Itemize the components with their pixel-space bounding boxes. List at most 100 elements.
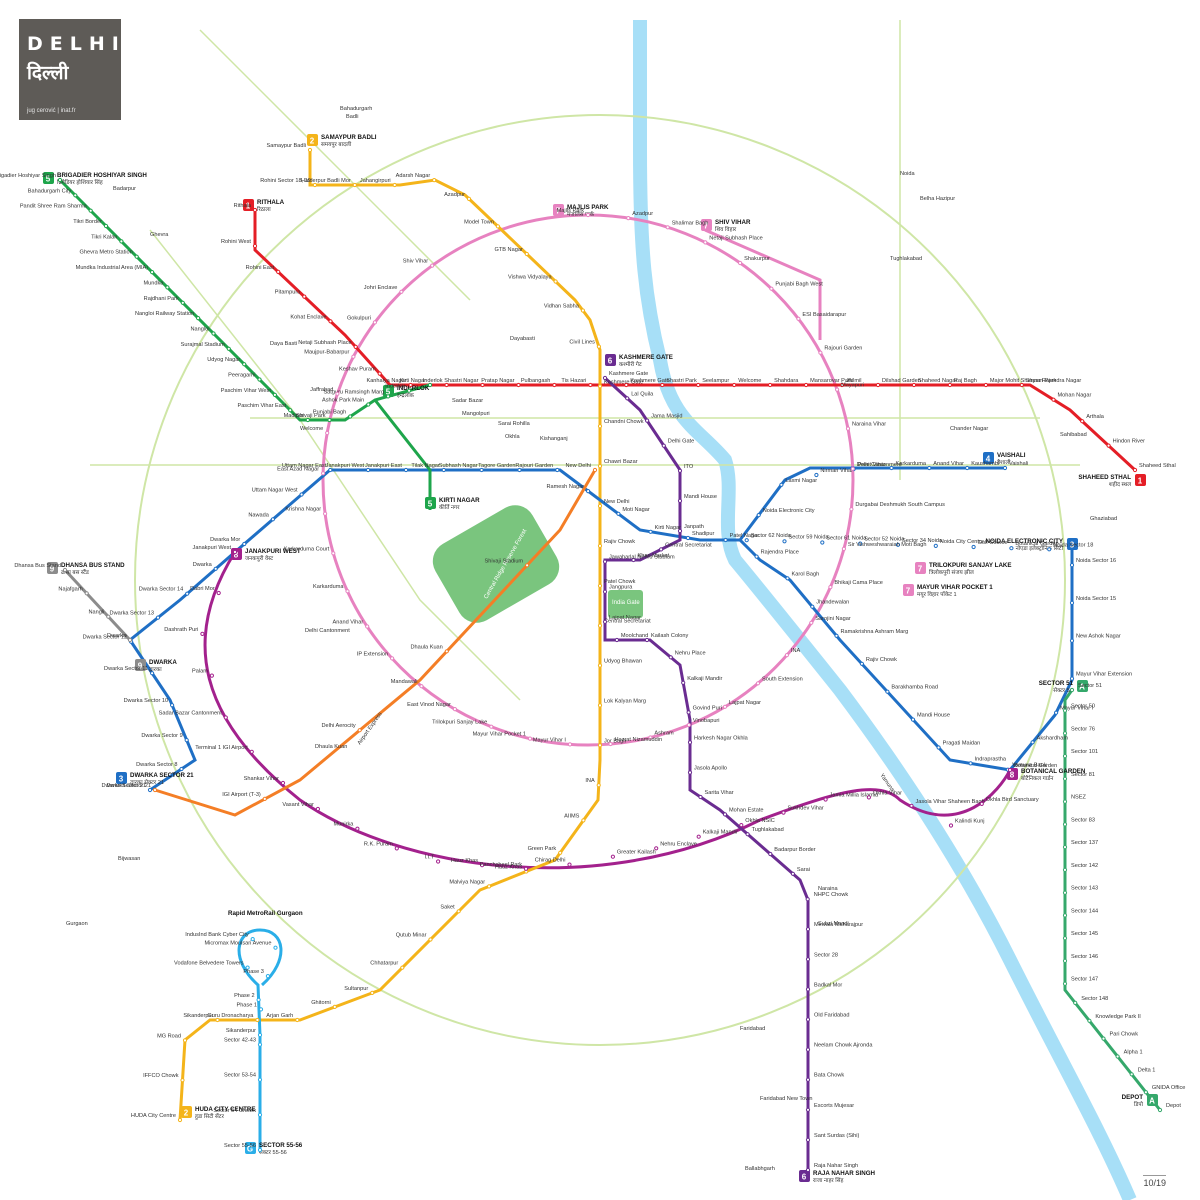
station-name: Shaheed Nagar — [918, 378, 957, 384]
station: Janakpuri West — [193, 545, 238, 555]
line-badge-number: 3 — [119, 775, 124, 784]
station-marker — [805, 1047, 811, 1052]
station-marker — [1062, 981, 1068, 986]
station-name: Hauz Khas — [495, 865, 523, 871]
station: Major Mohit Sharma Rajendra Nagar — [983, 378, 1082, 388]
station-marker — [407, 388, 412, 393]
station: Shivaji Stadium — [485, 558, 530, 568]
station-marker — [1073, 1000, 1078, 1006]
station-marker — [106, 614, 111, 619]
station: Patel Nagar — [723, 533, 759, 543]
station-name: HUDA City Centre — [131, 1113, 176, 1119]
station-name: Rajiv Chowk — [866, 657, 897, 663]
station: Old Faridabad — [805, 1013, 849, 1022]
station-name: Major Mohit Sharma Rajendra Nagar — [990, 378, 1082, 384]
station-marker — [895, 542, 901, 547]
station: Mohan Estate — [722, 807, 764, 817]
terminus-name-hi: ढांसा बस स्टैंड — [61, 568, 90, 576]
station-marker — [626, 216, 631, 221]
station-marker — [597, 424, 603, 429]
station-marker — [849, 507, 854, 512]
station-name: INA — [791, 648, 801, 654]
line-badge-number: 1 — [1138, 477, 1143, 486]
station-name: Janakpuri West — [193, 545, 232, 551]
station-name: New Delhi — [566, 463, 592, 469]
station-name: Mundka Industrial Area (MIA) — [76, 265, 149, 271]
station: Dilshad Garden — [875, 378, 921, 388]
station: Sikanderpur — [226, 1028, 263, 1038]
station: Depot — [1157, 1103, 1181, 1113]
station-marker — [597, 703, 603, 708]
line-badge-box — [799, 1170, 810, 1182]
station-marker — [845, 426, 851, 431]
station: Moolchand — [614, 633, 648, 643]
station-name: Dwarka Sector 13 — [110, 611, 154, 617]
station: Sector 83 — [1062, 817, 1095, 827]
station-name: Karkarduma — [313, 584, 344, 590]
station-marker — [580, 308, 586, 313]
station-marker — [687, 740, 693, 745]
station-name: Tikri Kalan — [91, 234, 117, 240]
station-marker — [818, 350, 823, 355]
station: Punjabi Bagh — [313, 410, 353, 419]
station: Dwarka Sector 14 — [139, 587, 190, 596]
station-marker — [814, 472, 819, 478]
station-marker — [262, 796, 267, 802]
station-name: Rohini East — [246, 265, 275, 271]
station: Vaishali — [1002, 461, 1028, 471]
station-marker — [1062, 754, 1068, 759]
station-name: Sector 144 — [1071, 908, 1098, 914]
station: Shivaji Park — [296, 413, 332, 423]
violet-line — [603, 376, 810, 1170]
station-name: Hauz Khas — [451, 858, 479, 864]
station-name: Tughlakabad — [752, 827, 784, 833]
station-marker — [436, 859, 441, 864]
station-marker — [427, 382, 433, 388]
station-name: Phase 1 — [236, 1002, 257, 1008]
station: Rajdhani Park — [144, 296, 185, 305]
station-marker — [357, 728, 362, 733]
place-label: Okhla — [505, 434, 521, 440]
station-marker — [185, 591, 190, 596]
station-marker — [211, 331, 216, 336]
station-marker — [57, 177, 63, 183]
line-badge-number: 9 — [138, 662, 143, 671]
station-name: Noida Electronic City — [763, 508, 815, 514]
station-marker — [127, 637, 133, 643]
station-name: Uttam Nagar West — [252, 488, 298, 494]
station: Pragati Maidan — [936, 741, 980, 750]
station: Rajendra Place — [754, 550, 799, 559]
station-marker — [295, 1017, 300, 1023]
station-marker — [804, 382, 809, 388]
station-name: Munirka — [333, 822, 354, 828]
station: Okhla NSIC — [739, 818, 775, 828]
station: Sector 42-43 — [224, 1038, 263, 1047]
station-name: Durgabai Deshmukh South Campus — [855, 502, 945, 508]
station: Rajouri Garden — [515, 463, 560, 473]
station-name: Kohat Enclave — [290, 314, 326, 320]
line-badge-number: 7 — [556, 207, 561, 216]
place-label: Subzi Mandi — [818, 921, 849, 927]
station-marker — [1062, 822, 1068, 827]
terminus-name: TRILOKPURI SANJAY LAKE — [929, 562, 1012, 569]
station-marker — [1030, 740, 1035, 745]
station-marker — [250, 937, 255, 942]
terminus-name: JANAKPURI WEST — [245, 548, 301, 555]
station-name: Phase 3 — [243, 969, 264, 975]
station: Ramakrishna Ashram Marg — [834, 629, 908, 638]
station-name: Sir Vishweshwaraiah Moti Bagh — [848, 542, 927, 548]
station-name: Sector 28 — [814, 952, 838, 958]
terminus-name-hi: समयपुर बादली — [321, 140, 352, 148]
terminus-name: BRIGADIER HOSHIYAR SINGH — [57, 172, 147, 179]
station-marker — [677, 498, 683, 503]
station: East Vinod Nagar — [407, 702, 457, 712]
station: Govind Puri — [686, 705, 722, 715]
station: Udyog Nagar — [207, 357, 247, 367]
place-label: Badli — [346, 114, 358, 120]
station: Dwarka Sector 8 — [136, 762, 184, 772]
line-badge-number: 5 — [386, 388, 391, 397]
station-name: Pitampura — [275, 290, 301, 296]
terminus-name-hi: इन्द्रलोक — [397, 391, 415, 399]
line-badge-box — [553, 204, 564, 216]
